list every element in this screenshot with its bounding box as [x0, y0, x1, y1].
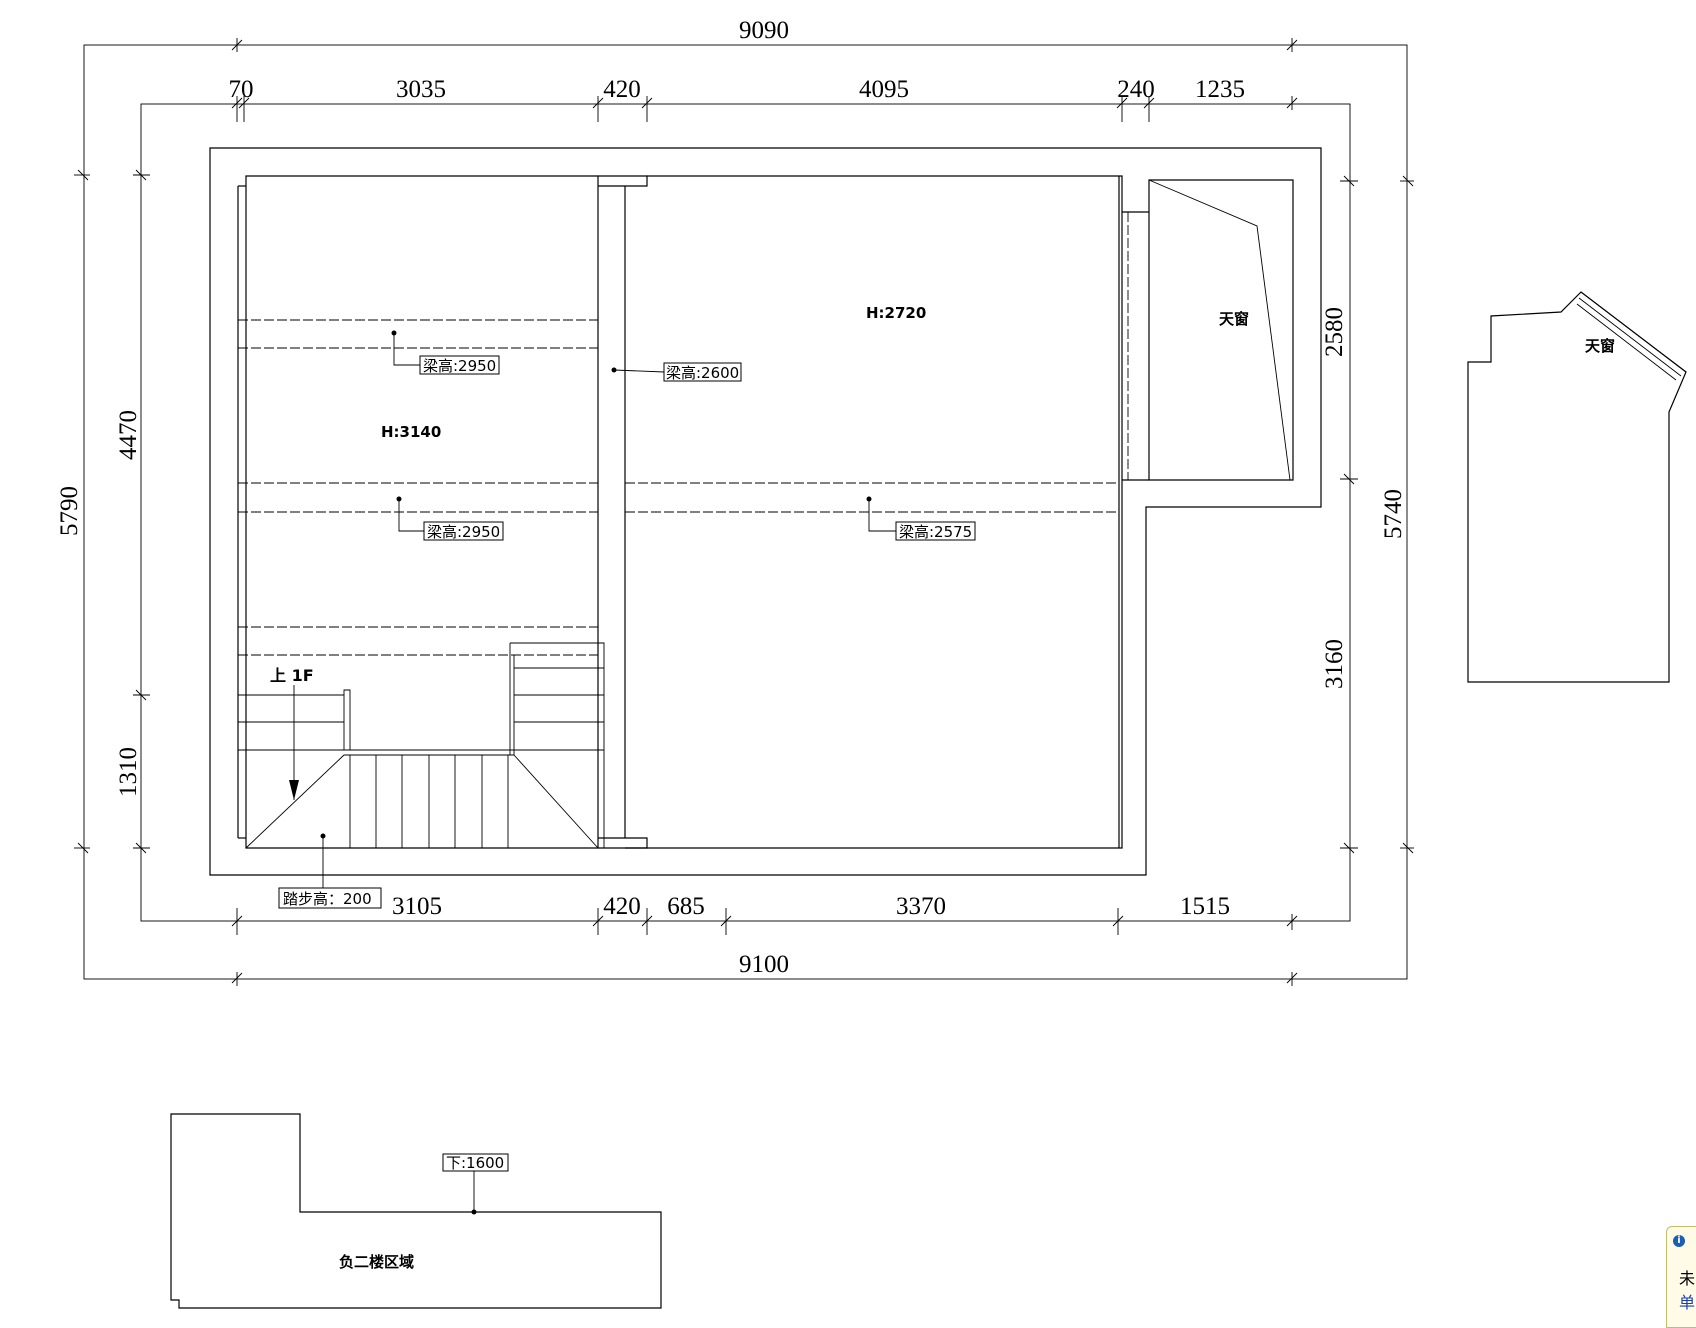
outer-wall — [209, 147, 1322, 876]
dimension-ticks — [74, 38, 1414, 986]
dim-bottom-seg-2: 420 — [603, 893, 641, 920]
stair-up-label: 上 1F — [270, 666, 314, 685]
dim-right-seg-2: 3160 — [1321, 639, 1348, 689]
dim-right-seg-1: 2580 — [1321, 307, 1348, 357]
right-room-height: H:2720 — [866, 304, 926, 322]
dim-right-total: 5740 — [1380, 489, 1407, 539]
dim-top-seg-6: 1235 — [1195, 76, 1245, 103]
svg-text:梁高:2575: 梁高:2575 — [899, 523, 972, 541]
info-line-2[interactable]: 单 — [1679, 1293, 1696, 1312]
left-room-height: H:3140 — [381, 423, 441, 441]
dim-top-total: 9090 — [739, 17, 789, 44]
svg-text:下:1600: 下:1600 — [446, 1154, 504, 1172]
beam-tag-left-top: 梁高:2950 — [419, 355, 500, 375]
down-level-tag: 下:1600 — [442, 1153, 509, 1172]
skylight-label: 天窗 — [1219, 310, 1249, 328]
svg-text:梁高:2600: 梁高:2600 — [666, 364, 739, 382]
dim-bottom-total: 9100 — [739, 951, 789, 978]
dim-bottom-seg-4: 3370 — [896, 893, 946, 920]
dim-top-seg-5: 240 — [1117, 76, 1155, 103]
svg-text:梁高:2950: 梁高:2950 — [427, 523, 500, 541]
step-height-tag: 踏步高：200 — [278, 887, 382, 909]
side-skylight-label: 天窗 — [1585, 337, 1615, 355]
dim-top-seg-3: 420 — [603, 76, 641, 103]
info-line-1: 未 — [1679, 1269, 1696, 1288]
svg-text:梁高:2950: 梁高:2950 — [423, 357, 496, 375]
dim-top-seg-4: 4095 — [859, 76, 909, 103]
info-icon: i — [1673, 1235, 1685, 1247]
dim-bottom-seg-5: 1515 — [1180, 893, 1230, 920]
beam-tag-center: 梁高:2600 — [663, 362, 742, 382]
dimension-labels: 9090 70 3035 420 4095 240 1235 3105 420 … — [56, 17, 1407, 978]
dim-left-total: 5790 — [56, 486, 83, 536]
basement-area: 负二楼区域 — [170, 1113, 662, 1309]
beam-lines — [238, 212, 1129, 656]
beam-tag-left-mid: 梁高:2950 — [423, 521, 504, 541]
info-notification-widget[interactable]: i 未 单 — [1666, 1226, 1696, 1328]
dim-top-seg-1: 70 — [229, 76, 254, 103]
dim-left-seg-2: 1310 — [115, 747, 142, 797]
dim-bottom-seg-1: 3105 — [392, 893, 442, 920]
staircase — [238, 642, 605, 849]
dim-left-seg-1: 4470 — [115, 410, 142, 460]
svg-text:踏步高：200: 踏步高：200 — [283, 890, 372, 908]
outer-dimension-frame — [83, 44, 1408, 980]
dim-top-seg-2: 3035 — [396, 76, 446, 103]
inner-dimension-frame — [140, 103, 1351, 922]
beam-tag-right-mid: 梁高:2575 — [895, 521, 976, 541]
leader-lines — [320, 330, 896, 1215]
dim-bottom-seg-3: 685 — [667, 893, 705, 920]
basement-area-label: 负二楼区域 — [339, 1253, 414, 1271]
side-skylight-elevation: 天窗 — [1467, 291, 1687, 683]
